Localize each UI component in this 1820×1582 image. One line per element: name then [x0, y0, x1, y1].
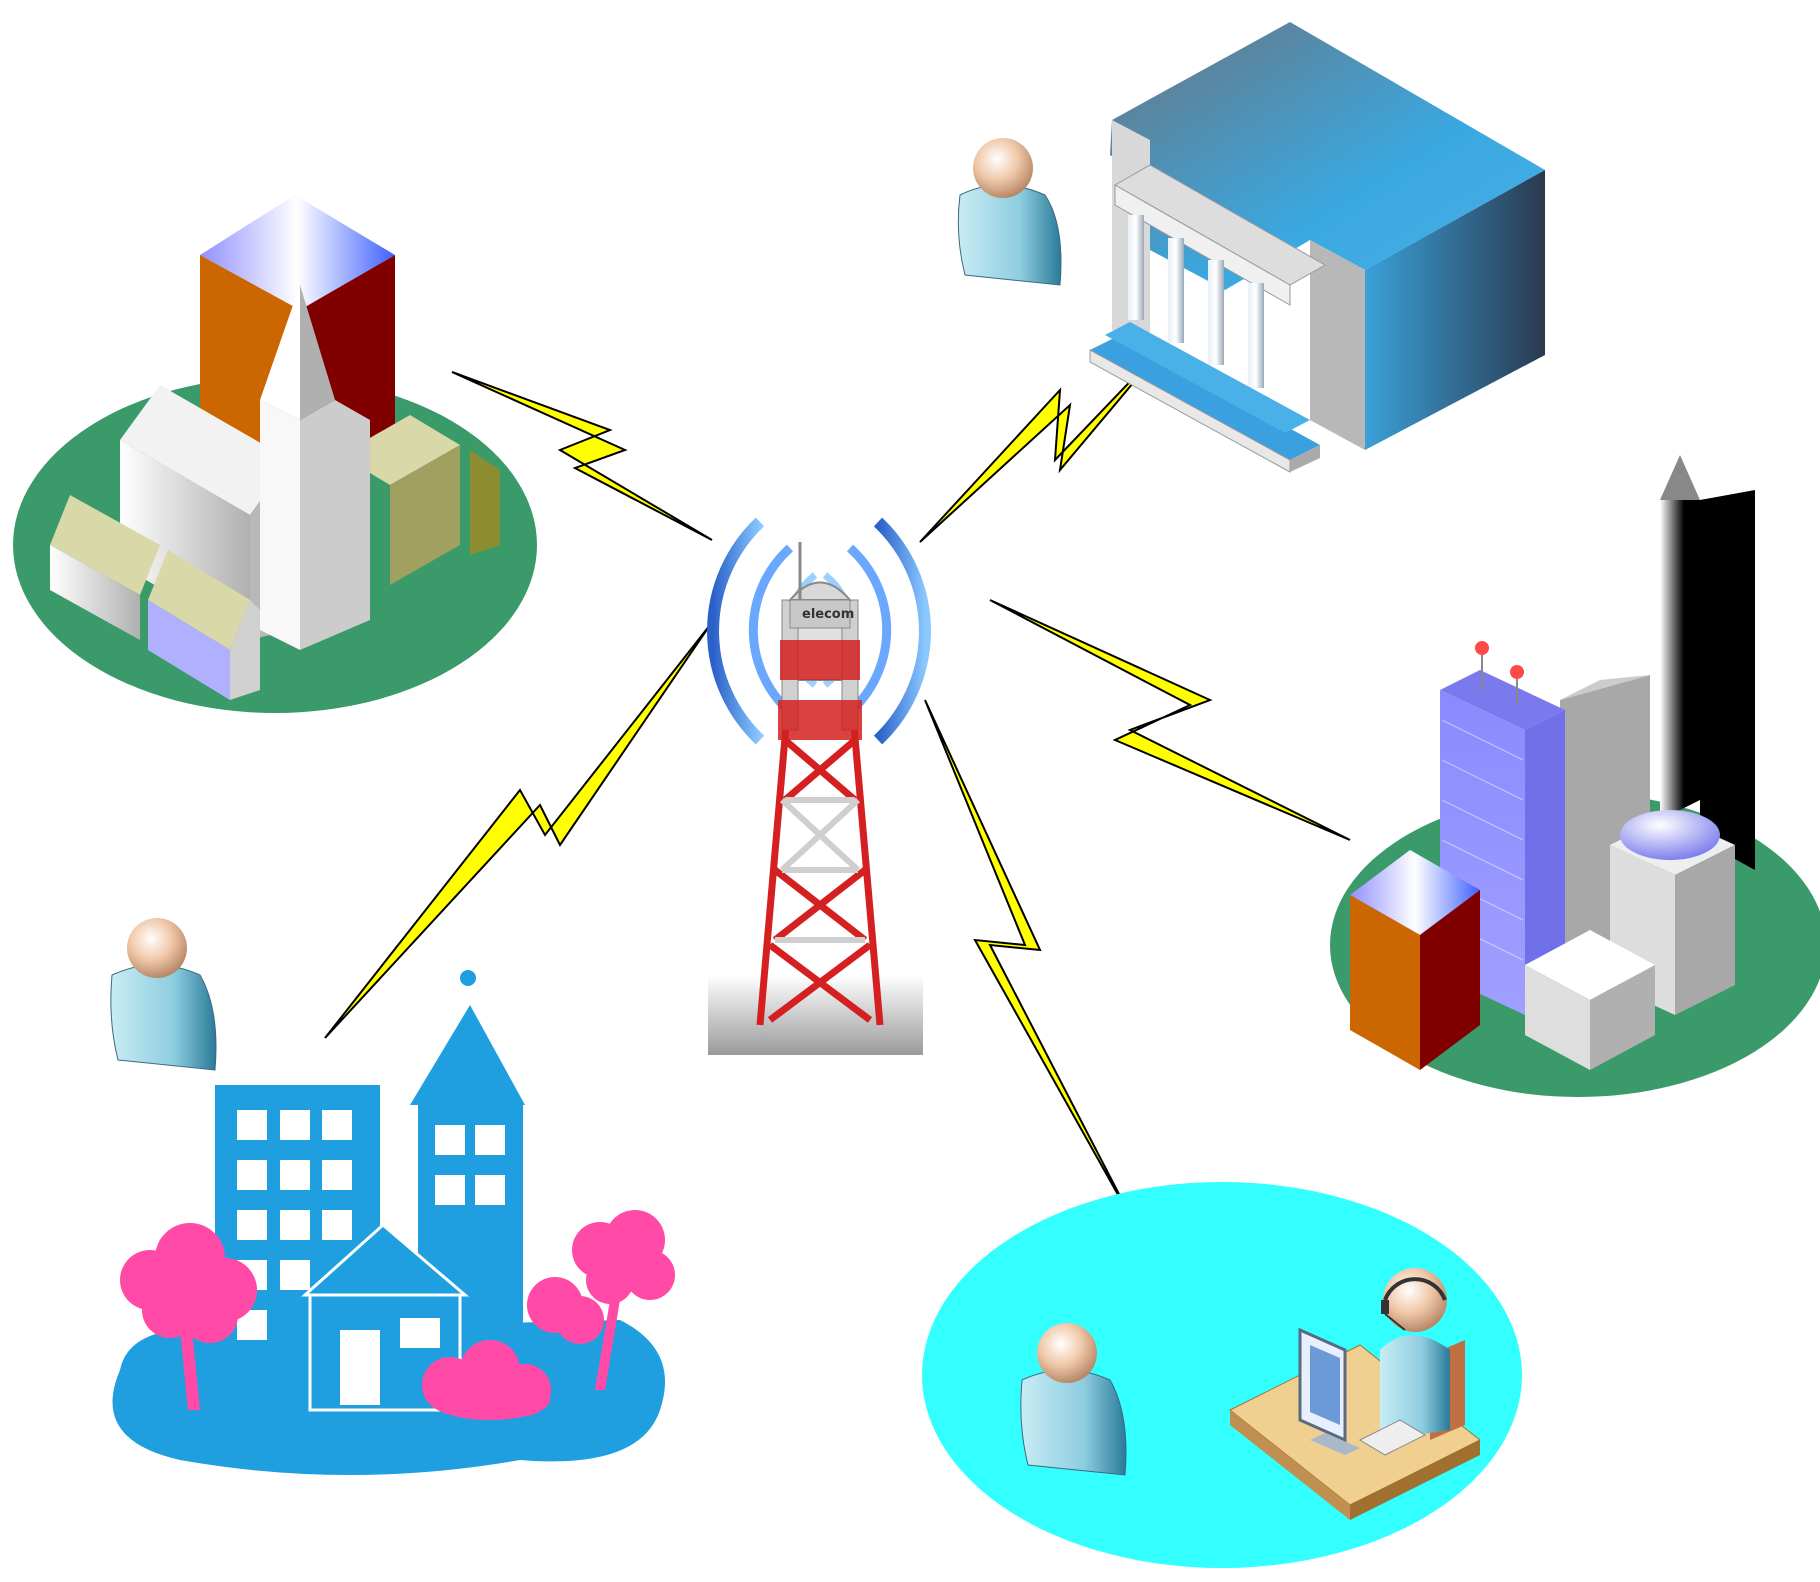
link-call-center [924, 699, 1136, 1226]
call-center-operator-icon [922, 1182, 1522, 1568]
person-icon-call-center [1020, 1323, 1127, 1476]
link-town-church [451, 371, 713, 541]
neighborhood-houses-icon [112, 970, 675, 1475]
skyscraper-city-icon [1330, 455, 1820, 1097]
tower-label: elecom [802, 607, 854, 622]
telecom-tower-icon: elecom [707, 517, 931, 1055]
link-city-downtown [989, 599, 1351, 841]
church-town-icon [13, 195, 537, 713]
bank-building-icon [1089, 22, 1545, 473]
link-neighborhood [324, 624, 711, 1039]
person-icon-neighborhood [110, 918, 217, 1071]
person-icon-bank [957, 138, 1062, 286]
